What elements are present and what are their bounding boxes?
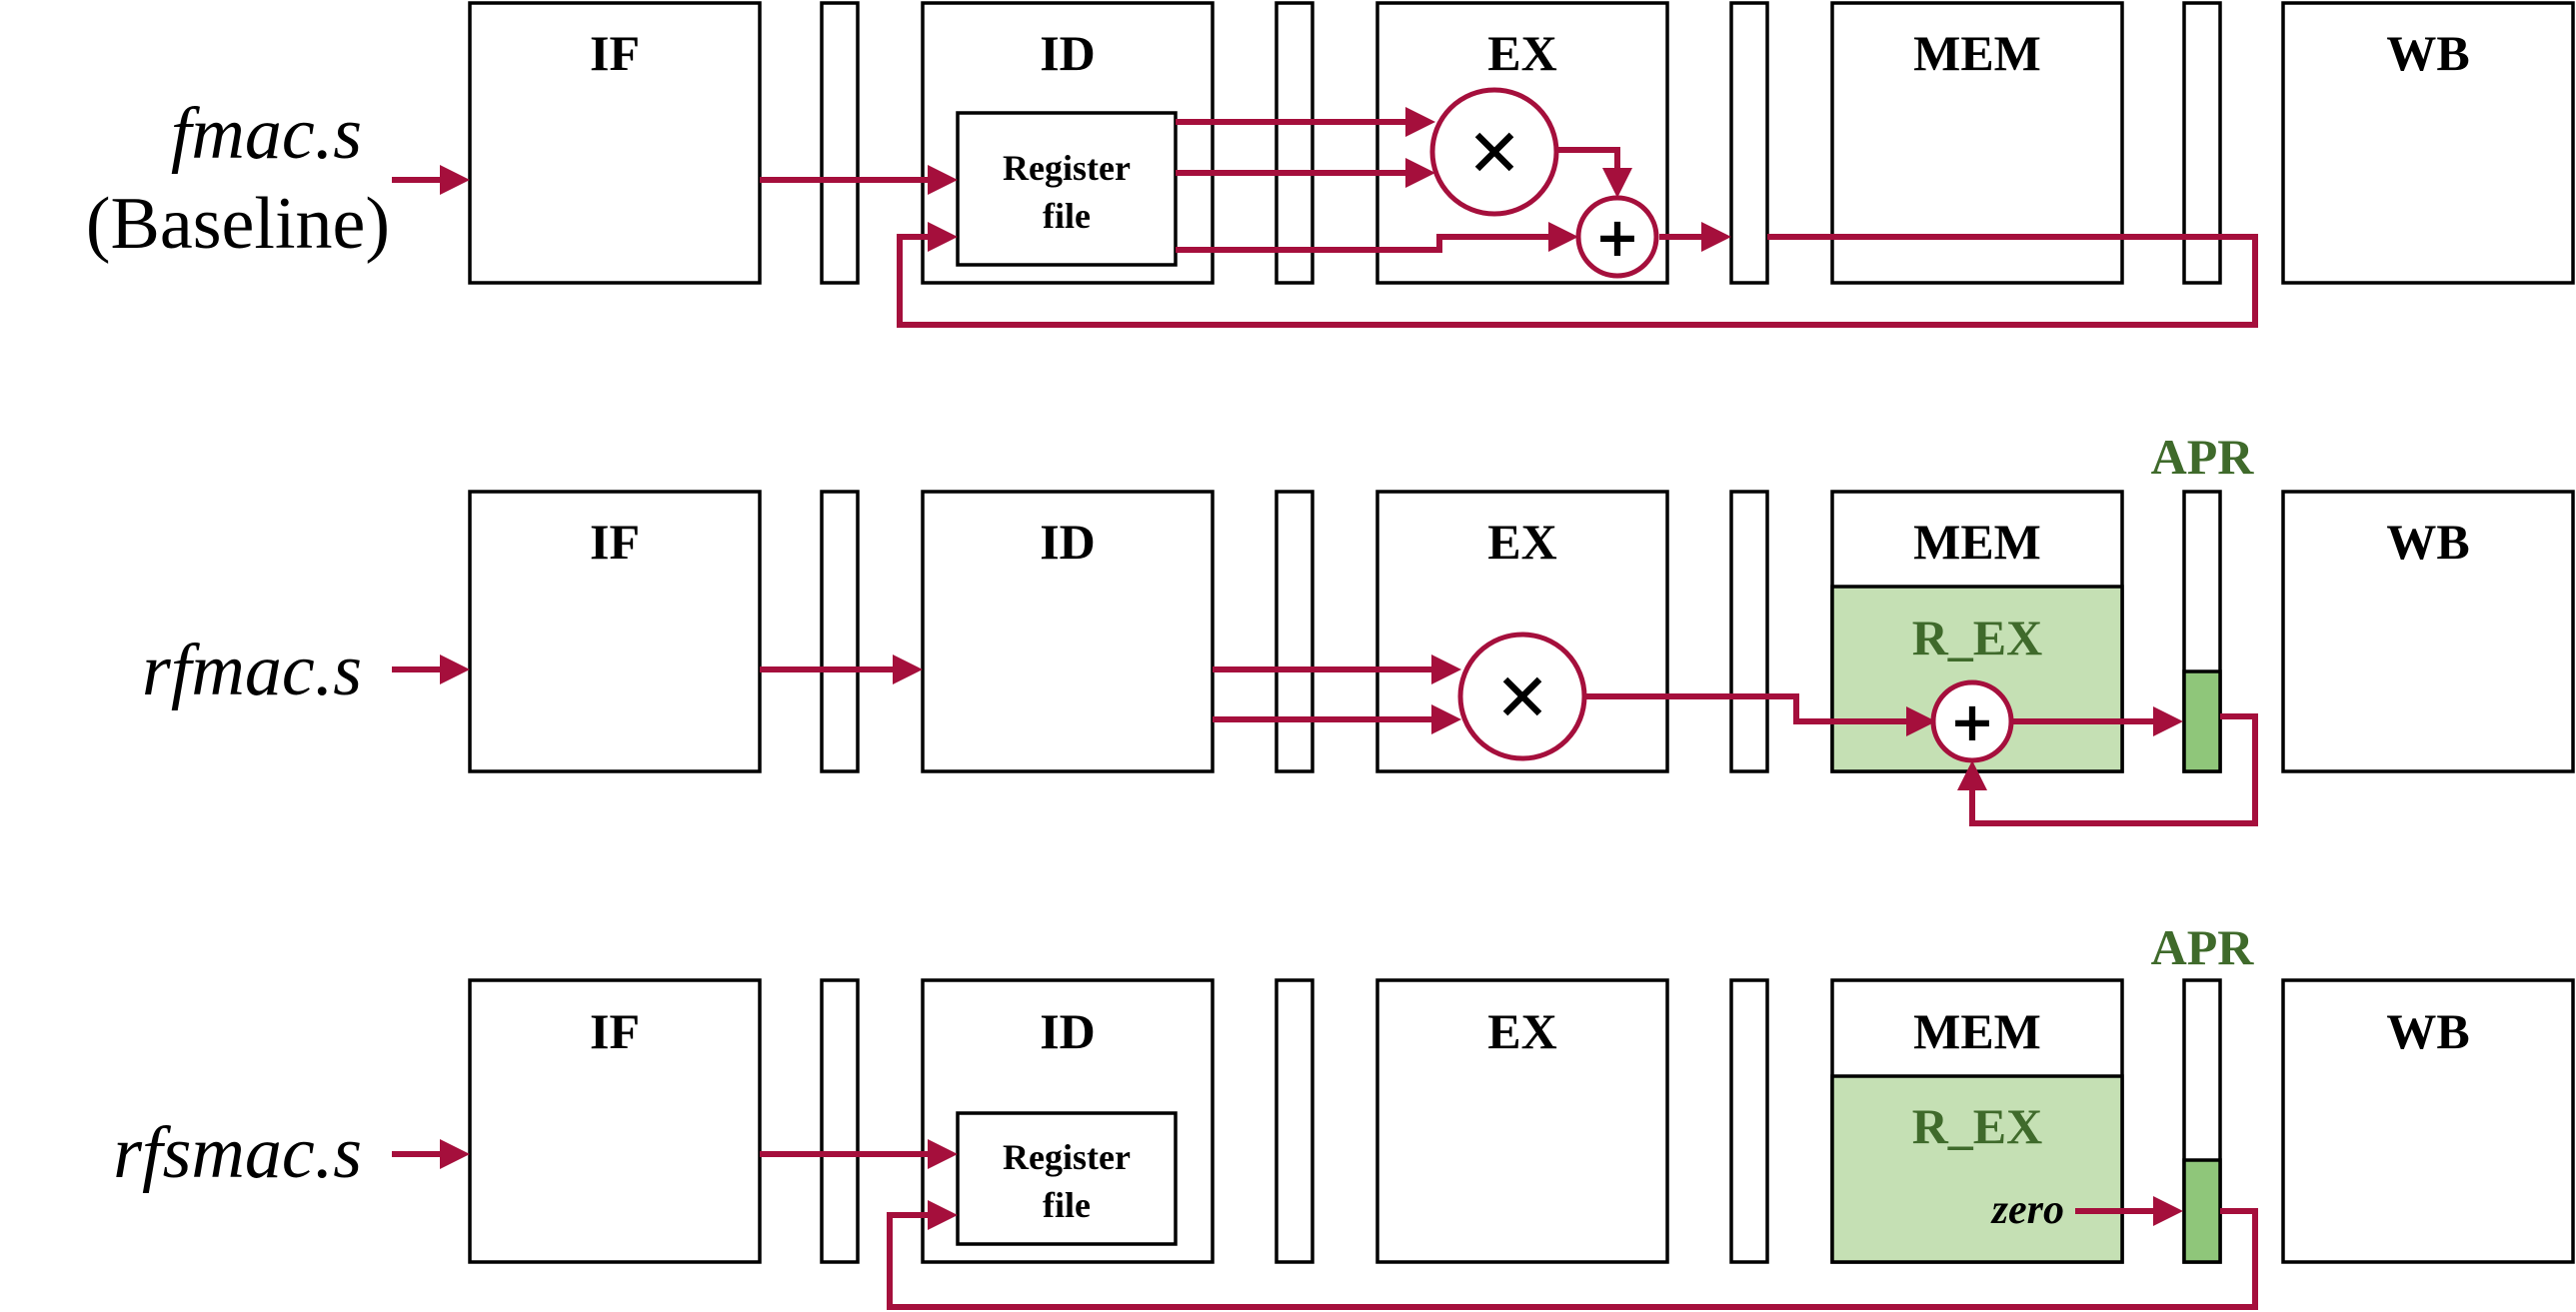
register-file xyxy=(956,1111,1178,1246)
stage-wb xyxy=(2281,1,2575,285)
instruction-label-fmac: fmac.s xyxy=(171,93,362,175)
stage-label-ex: EX xyxy=(1487,25,1556,81)
stage-label-mem: MEM xyxy=(1913,25,2041,81)
pipeline-latch-id-ex xyxy=(1275,490,1314,773)
stage-if xyxy=(468,490,762,773)
pipeline-latch-ex-mem xyxy=(1729,1,1769,285)
wire-multiplier-to-adder xyxy=(1585,693,1936,736)
multiply-icon: ✕ xyxy=(1466,115,1521,192)
pipeline-latch-if-id xyxy=(820,978,860,1264)
pipeline-latch-if-id xyxy=(820,1,860,285)
apr-register-filled xyxy=(2182,669,2222,773)
plus-icon: + xyxy=(1949,690,1994,753)
pipeline-latch-ex-mem xyxy=(1729,978,1769,1264)
pipeline-latch-if-id xyxy=(820,490,860,773)
stage-label-id: ID xyxy=(1040,25,1096,81)
stage-label-id: ID xyxy=(1040,1003,1096,1059)
wire-multiplier-to-adder xyxy=(1557,147,1632,198)
pipeline-latch-ex-mem xyxy=(1729,490,1769,773)
instruction-label-rfsmac: rfsmac.s xyxy=(113,1112,362,1194)
instruction-label-rfmac: rfmac.s xyxy=(142,630,362,711)
stage-if xyxy=(468,978,762,1264)
register-file-label: Register xyxy=(1003,1137,1131,1177)
stage-label-mem: MEM xyxy=(1913,514,2041,570)
wire-regfile-to-adder xyxy=(1176,222,1578,253)
row-rfsmac: rfsmac.s IF ID Register file EX MEM R_EX… xyxy=(113,919,2575,1310)
stage-label-wb: WB xyxy=(2386,25,2469,81)
stage-id xyxy=(921,490,1215,773)
adder xyxy=(1930,679,2014,763)
instruction-subtitle-baseline: (Baseline) xyxy=(86,183,390,265)
pipeline-latch-mem-wb xyxy=(2182,1,2222,285)
stage-label-ex: EX xyxy=(1487,514,1556,570)
apr-to-regfile-wire xyxy=(887,1200,2258,1310)
multiply-icon: ✕ xyxy=(1494,659,1549,736)
register-file xyxy=(956,111,1178,267)
pipeline-latch-id-ex xyxy=(1275,1,1314,285)
stage-label-wb: WB xyxy=(2386,514,2469,570)
writeback-feedback-wire xyxy=(897,222,2258,328)
stage-if xyxy=(468,1,762,285)
multiplier xyxy=(1429,87,1559,217)
apr-register-filled xyxy=(2182,1158,2222,1264)
register-file-label: Register xyxy=(1003,148,1131,188)
r-ex-unit xyxy=(1830,1074,2124,1264)
pipeline-latch-id-ex xyxy=(1275,978,1314,1264)
multiplier xyxy=(1457,632,1587,761)
stage-label-if: IF xyxy=(590,514,640,570)
r-ex-label: R_EX xyxy=(1912,1098,2043,1154)
register-file-label: file xyxy=(1043,1185,1091,1225)
stage-label-id: ID xyxy=(1040,514,1096,570)
stage-ex xyxy=(1375,978,1669,1264)
stage-label-ex: EX xyxy=(1487,1003,1556,1059)
stage-label-if: IF xyxy=(590,25,640,81)
stage-label-mem: MEM xyxy=(1913,1003,2041,1059)
row-rfmac: rfmac.s IF ID EX MEM R_EX APR WB ✕ + xyxy=(142,429,2575,826)
row-fmac: fmac.s (Baseline) IF ID Register file EX… xyxy=(86,1,2575,328)
register-file-label: file xyxy=(1043,196,1091,236)
stage-label-if: IF xyxy=(590,1003,640,1059)
stage-wb xyxy=(2281,490,2575,773)
adder xyxy=(1575,195,1659,279)
apr-label: APR xyxy=(2151,429,2255,485)
r-ex-label: R_EX xyxy=(1912,610,2043,665)
plus-icon: + xyxy=(1594,206,1639,269)
stage-wb xyxy=(2281,978,2575,1264)
apr-label: APR xyxy=(2151,919,2255,975)
accumulator-feedback-wire xyxy=(1957,713,2258,826)
stage-label-wb: WB xyxy=(2386,1003,2469,1059)
zero-label: zero xyxy=(1990,1187,2064,1233)
